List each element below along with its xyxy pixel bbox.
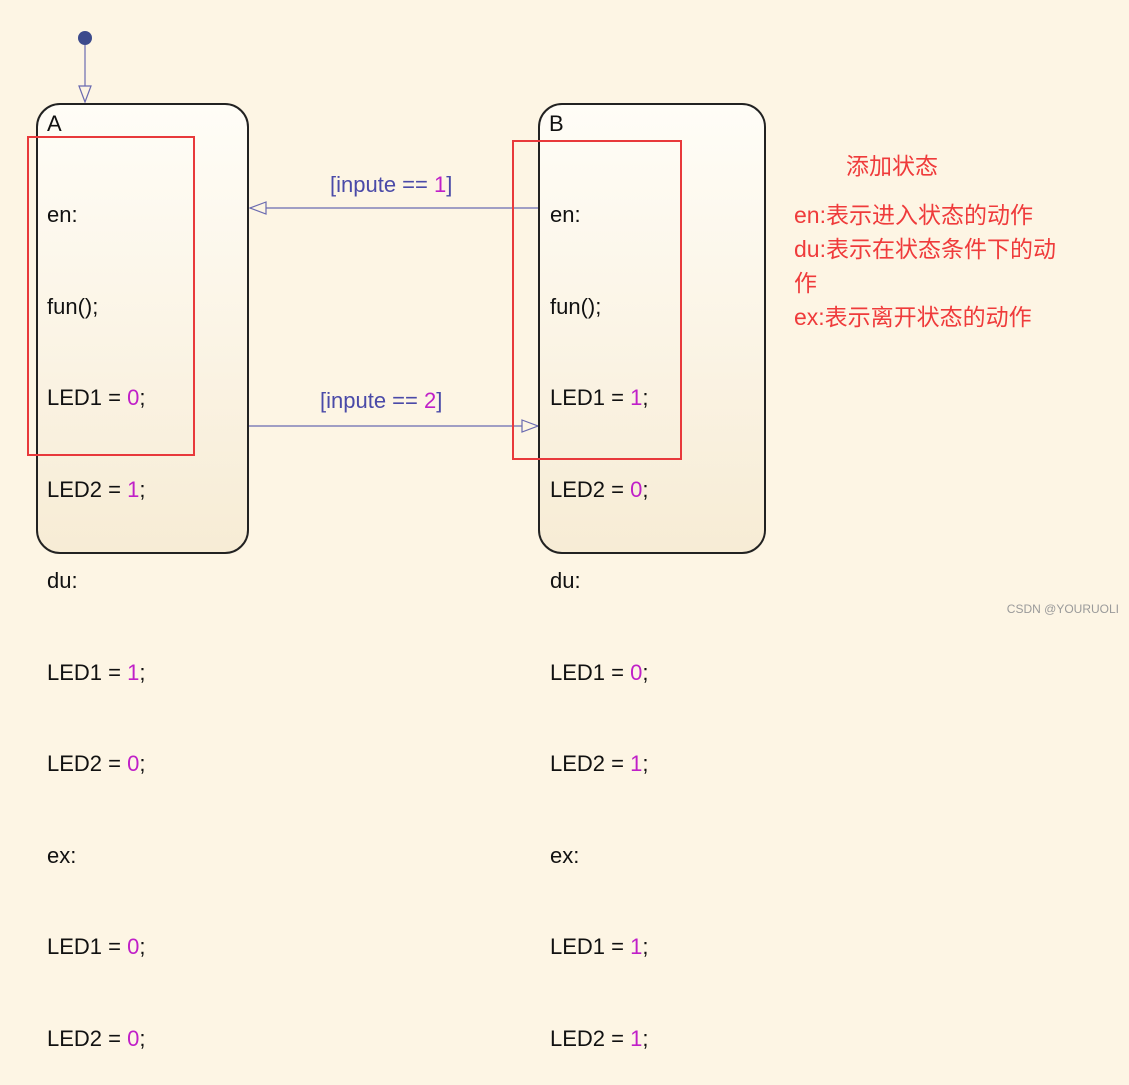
state-b-line: fun();	[550, 293, 602, 319]
state-a-line: LED1 = 0;	[47, 385, 146, 410]
annotation-line: en:表示进入状态的动作	[794, 202, 1033, 228]
state-a-name: A	[47, 111, 62, 136]
transition-a-to-b-guard[interactable]: [inpute == 2]	[320, 388, 443, 413]
transition-a-to-b-arrowhead	[521, 419, 540, 433]
state-a-line: fun();	[47, 293, 99, 319]
state-b-name: B	[549, 111, 564, 136]
default-transition-dot[interactable]	[78, 31, 92, 45]
state-a-line: LED2 = 0;	[47, 1025, 146, 1051]
state-a-line: LED2 = 1;	[47, 476, 146, 502]
state-b-highlight-box	[512, 140, 682, 460]
state-b-line: LED2 = 0;	[550, 476, 649, 502]
annotation-line: ex:表示离开状态的动作	[794, 304, 1032, 330]
watermark: CSDN @YOURUOLI	[1006, 602, 1119, 616]
state-b-line: LED1 = 1;	[550, 385, 649, 410]
transition-wires	[78, 31, 540, 433]
state-b-line: en:	[550, 202, 581, 227]
annotation-line: du:表示在状态条件下的动	[794, 236, 1056, 262]
state-a-line: LED1 = 0;	[47, 934, 146, 959]
state-a-line: LED2 = 0;	[47, 751, 146, 776]
state-a-line: LED1 = 1;	[47, 659, 146, 685]
state-b-line: LED1 = 0;	[550, 659, 649, 685]
state-a-line: du:	[47, 568, 78, 593]
state-a-line: en:	[47, 202, 78, 227]
annotation-notes: en:表示进入状态的动作 du:表示在状态条件下的动作 ex:表示离开状态的动作	[794, 198, 1056, 334]
state-a-highlight-box	[27, 136, 195, 456]
annotation-line: 作	[794, 270, 817, 296]
state-b-line: du:	[550, 568, 581, 593]
state-b-line: ex:	[550, 842, 580, 868]
state-b[interactable]	[538, 103, 766, 554]
annotation-title: 添加状态	[846, 153, 938, 179]
state-b-line: LED2 = 1;	[550, 751, 649, 776]
state-b-line: LED1 = 1;	[550, 934, 649, 959]
state-a-line: ex:	[47, 842, 77, 868]
state-b-line: LED2 = 1;	[550, 1025, 649, 1051]
transition-b-to-a-arrowhead	[248, 201, 267, 215]
default-transition-arrowhead	[78, 85, 92, 104]
state-a[interactable]	[36, 103, 249, 554]
transition-b-to-a-guard[interactable]: [inpute == 1]	[330, 172, 453, 197]
